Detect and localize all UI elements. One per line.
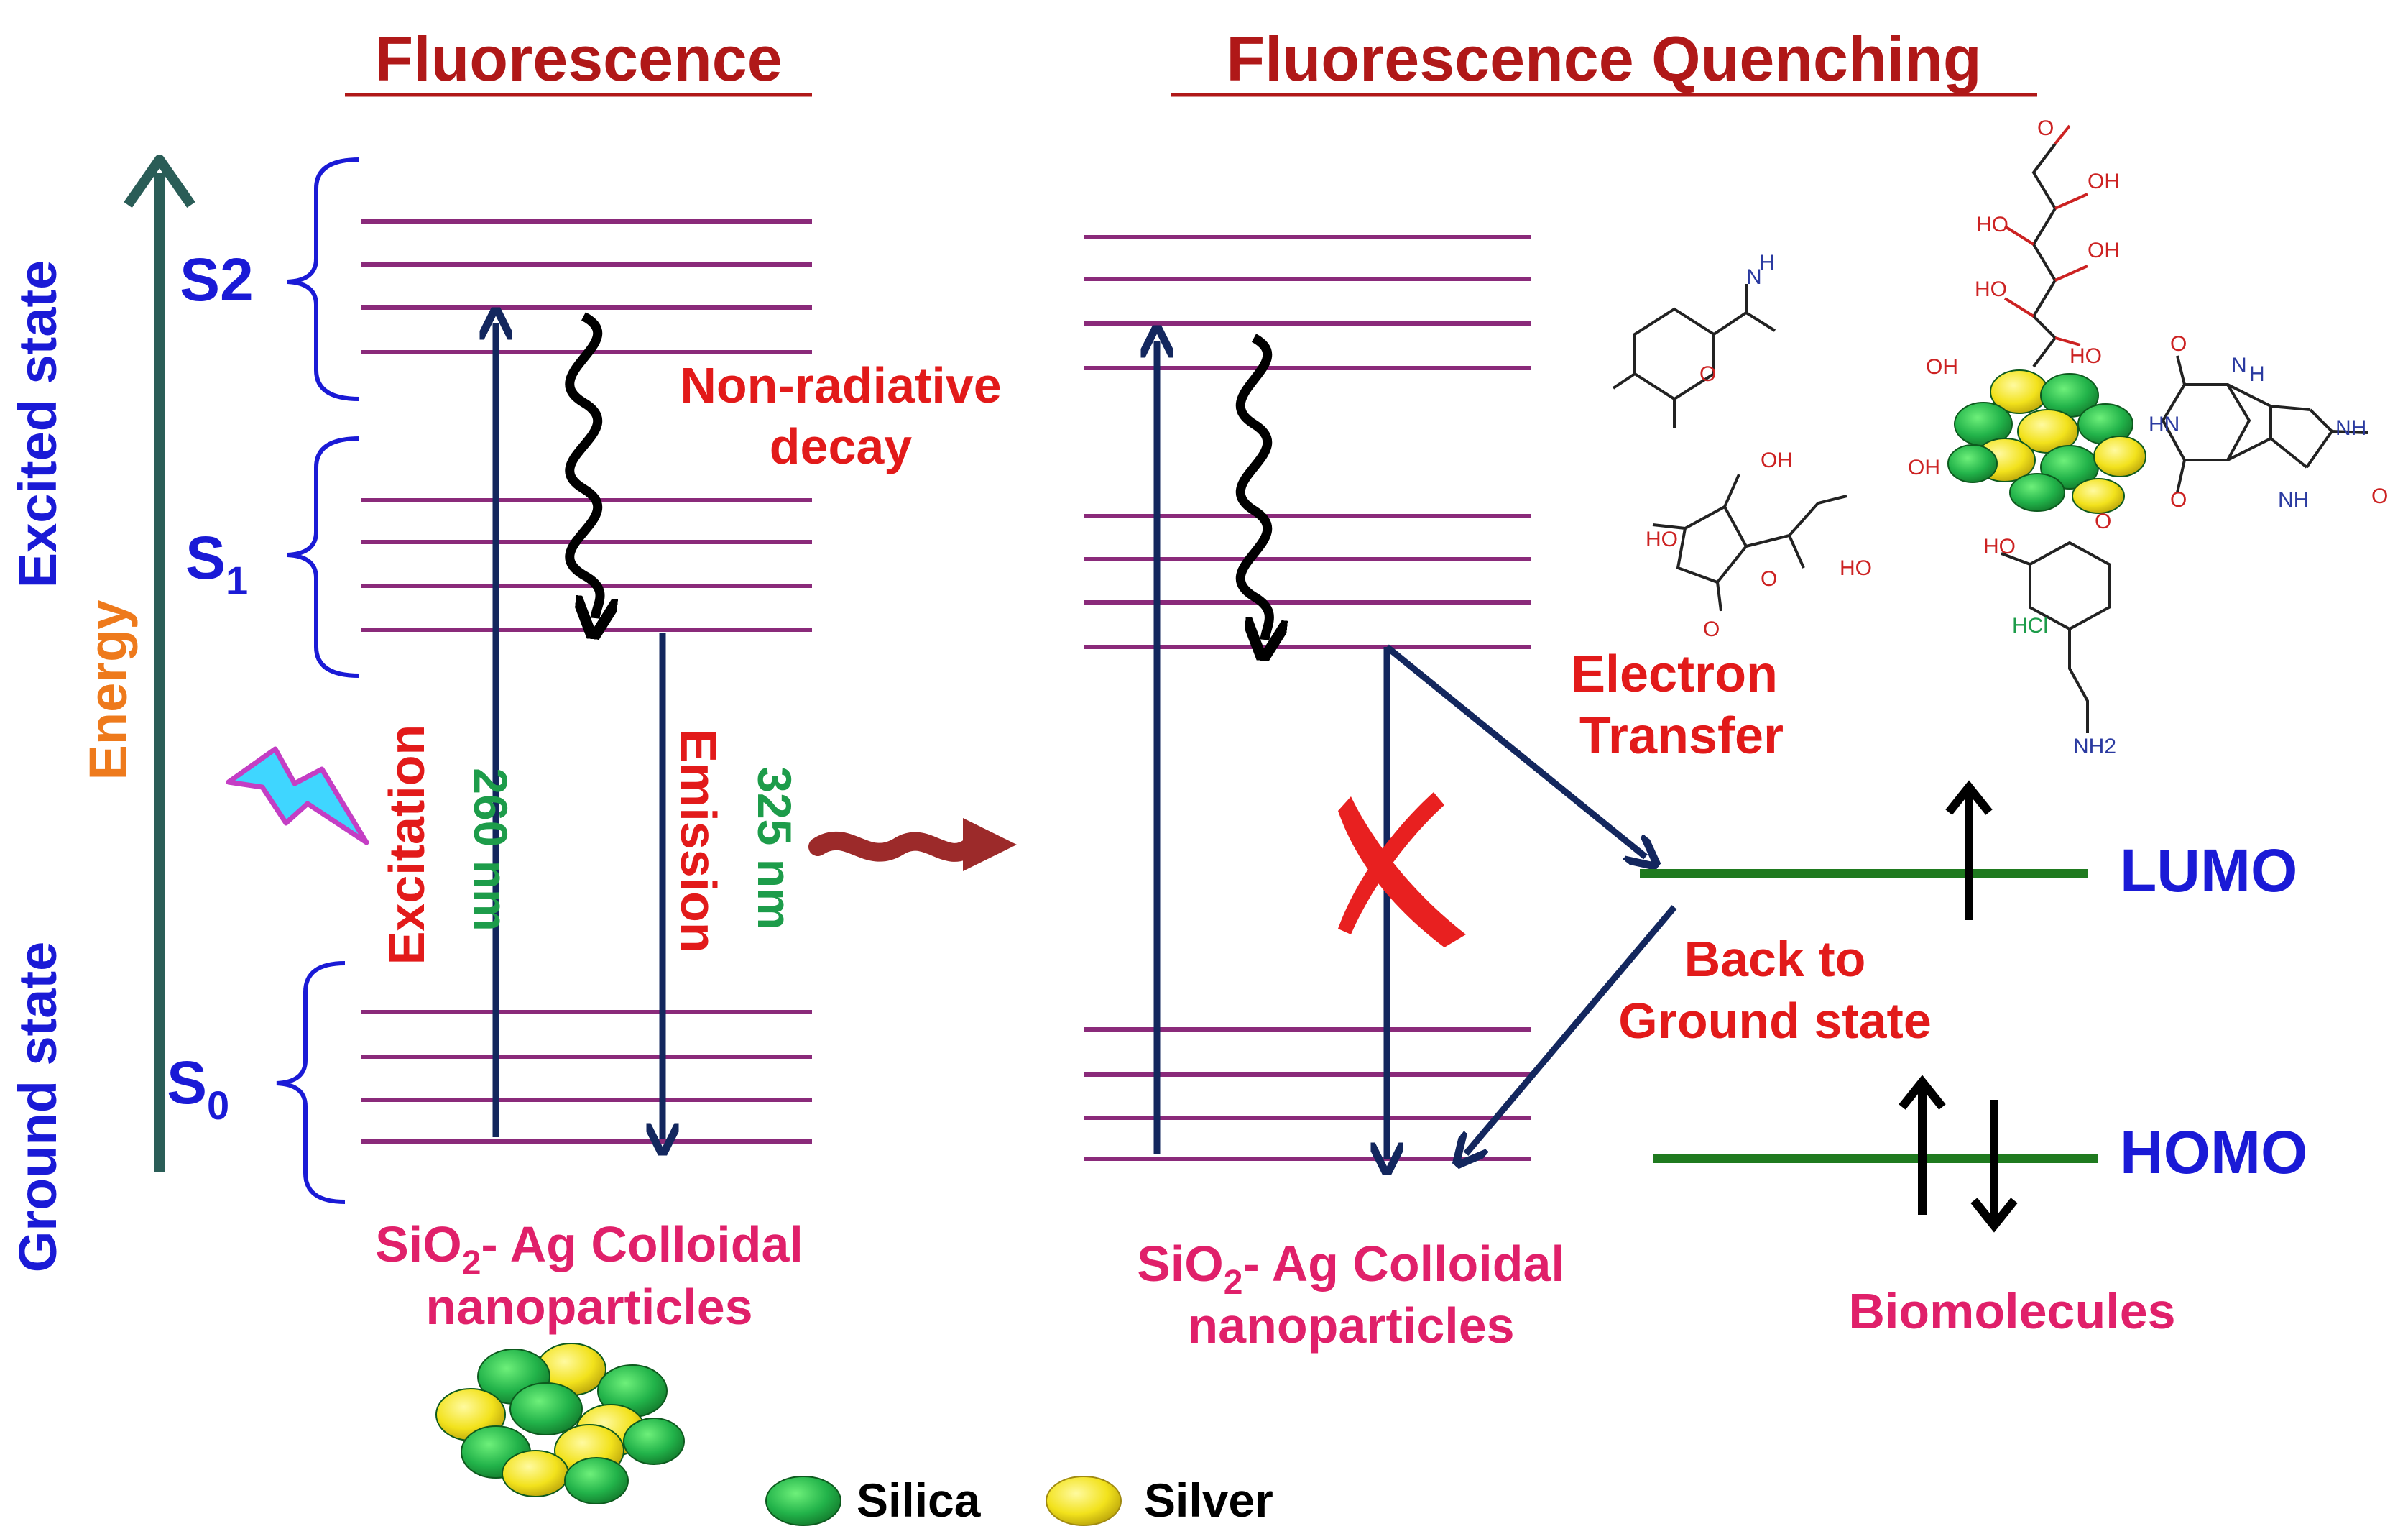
label-decay: decay [770,418,913,474]
label-lumo: LUMO [2120,837,2297,904]
biomolecule-nanoparticle-cluster-icon [1947,369,2146,514]
label-transfer: Transfer [1579,707,1784,765]
svg-text:OH: OH [2088,170,2120,193]
svg-text:H: H [2249,362,2265,386]
svg-text:NH: NH [2335,416,2366,440]
label-ground-state: Ground state [1618,993,1932,1049]
svg-text:O: O [2371,484,2388,508]
svg-text:O: O [2170,488,2187,512]
svg-text:O: O [1761,567,1777,591]
left-level-lines [361,219,812,1144]
transition-wavy-arrow [808,831,983,862]
legend-silica-label: Silica [857,1474,982,1527]
legend-silver-swatch [1046,1476,1122,1526]
svg-text:NH2: NH2 [2073,735,2116,758]
label-np-left-line2: nanoparticles [425,1279,752,1335]
svg-text:HN: HN [2149,413,2179,436]
svg-text:H: H [1759,251,1775,275]
level-label-s2: S2 [180,246,254,313]
svg-text:OH: OH [1926,355,1958,379]
label-excitation: Excitation [379,725,435,965]
title-fluorescence-quenching: Fluorescence Quenching [1226,23,1981,94]
svg-text:O: O [1699,362,1716,386]
label-back-to: Back to [1684,931,1866,987]
electron-transfer-arrow [1385,644,1646,857]
svg-text:OH: OH [1761,449,1793,472]
brace-s1 [287,436,360,678]
biomolecule-structures [1612,124,2368,733]
level-label-s1: S1 [185,524,248,603]
uric-acid [2161,355,2368,493]
molecule-labels: O OH HO OH HO HO N H O OH OH HO O O HO O… [1646,116,2388,758]
label-np-right-line2: nanoparticles [1187,1297,1514,1354]
label-emission: Emission [670,729,726,952]
svg-text:HO: HO [1983,535,2016,559]
title-fluorescence: Fluorescence [374,23,782,94]
label-np-right-line1: SiO2- Ag Colloidal [1137,1236,1565,1302]
blocked-emission-x-icon [1338,792,1466,947]
svg-text:OH: OH [1908,456,1940,479]
label-biomolecules: Biomolecules [1848,1283,2175,1339]
svg-text:OH: OH [2088,239,2120,262]
brace-s0 [276,961,346,1204]
svg-text:HO: HO [1840,556,1872,580]
svg-text:HCl: HCl [2012,614,2048,638]
ascorbic-acid [1652,474,1847,612]
energy-axis-arrowhead [124,155,195,208]
label-np-left-line1: SiO2- Ag Colloidal [375,1216,803,1282]
svg-text:NH: NH [2278,488,2309,512]
nanoparticle-cluster-icon [435,1343,685,1504]
svg-text:HO: HO [1646,528,1678,551]
right-level-lines [1084,235,1531,1161]
level-label-s0: S0 [167,1049,229,1128]
axis-label-excited-state: Excited state [8,260,68,589]
brace-s2 [287,157,360,401]
label-homo: HOMO [2120,1118,2307,1186]
electron-spin-arrows [1899,780,2018,1233]
svg-text:O: O [2170,332,2187,356]
svg-text:O: O [2037,116,2054,140]
quench-nonradiative-wavy-arrow [1235,334,1269,640]
back-to-ground-arrow [1466,905,1677,1154]
dopamine [2001,541,2111,733]
nonradiative-decay-wavy-arrow [565,312,600,618]
svg-text:HO: HO [1975,277,2007,301]
svg-text:O: O [1703,617,1720,641]
label-excitation-nm: 260 nm [464,768,517,931]
label-non-radiative: Non-radiative [680,357,1001,413]
label-electron: Electron [1571,646,1778,703]
svg-text:HO: HO [2070,344,2102,368]
axis-label-ground-state: Ground state [8,942,68,1272]
transition-wavy-arrowhead [963,818,1017,871]
legend-silica-swatch [765,1476,841,1526]
svg-text:N: N [2231,354,2247,377]
lightning-bolt-icon [226,746,369,845]
glucose-chain [2031,142,2057,368]
axis-label-energy: Energy [78,600,138,781]
legend-silver-label: Silver [1144,1474,1273,1527]
svg-text:O: O [2095,510,2111,533]
svg-text:HO: HO [1976,213,2008,236]
acetaminophen [1612,284,1776,428]
label-emission-nm: 325 nm [748,766,801,929]
svg-text:N: N [1746,265,1762,289]
